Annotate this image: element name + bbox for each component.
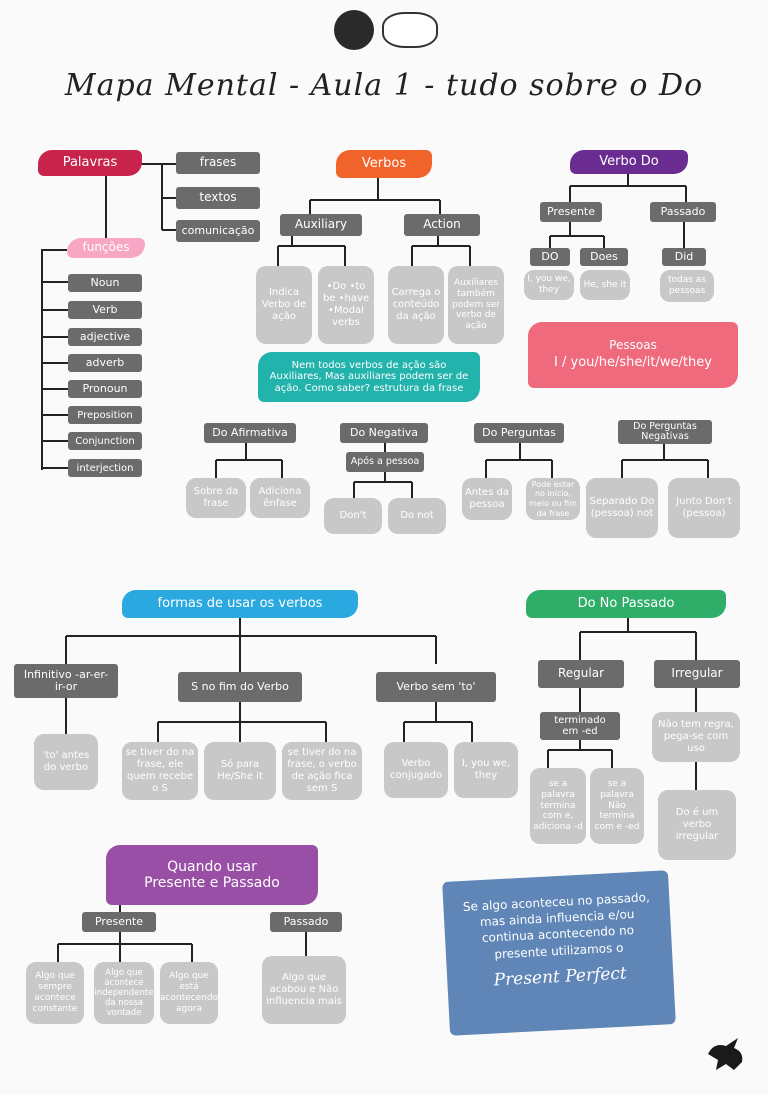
- s-note-1: se tiver do na frase, ele quem recebe o …: [122, 742, 198, 800]
- aux-note-indica: Indica Verbo de ação: [256, 266, 312, 344]
- function-interjection: interjection: [68, 459, 142, 477]
- irregular-node: Irregular: [654, 660, 740, 688]
- verbo-do-passado: Passado: [650, 202, 716, 222]
- function-adjective: adjective: [68, 328, 142, 346]
- negativa-note-2: Do not: [388, 498, 446, 534]
- verbos-node: Verbos: [336, 150, 432, 178]
- perguntas-neg-note-1: Separado Do (pessoa) not: [586, 478, 658, 538]
- pessoas-box: Pessoas I / you/he/she/it/we/they: [528, 322, 738, 388]
- verbo-sem-to-node: Verbo sem 'to': [376, 672, 496, 702]
- sem-to-note-2: I, you we, they: [454, 742, 518, 798]
- function-adverb: adverb: [68, 354, 142, 372]
- present-perfect-highlight: Present Perfect: [493, 963, 628, 991]
- bird-icon: [704, 1034, 748, 1074]
- regular-note-2: se a palavra Não termina com e -ed: [590, 768, 644, 844]
- present-perfect-body: Se algo aconteceu no passado, mas ainda …: [462, 890, 651, 961]
- do-negativa-node: Do Negativa: [340, 423, 428, 443]
- function-pronoun: Pronoun: [68, 380, 142, 398]
- function-preposition: Preposition: [68, 406, 142, 424]
- does-note: He, she it: [580, 270, 630, 300]
- quando-presente-note-2: Algo que acontece independente da nossa …: [94, 962, 154, 1024]
- do-perguntas-negativas-node: Do Perguntas Negativas: [618, 420, 712, 444]
- apos-pessoa-node: Após a pessoa: [346, 452, 424, 472]
- quando-presente-note-1: Algo que sempre acontece constante: [26, 962, 84, 1024]
- do-no-passado-node: Do No Passado: [526, 590, 726, 618]
- function-verb: Verb: [68, 301, 142, 319]
- action-note-auxiliares: Auxiliares também podem ser verbo de açã…: [448, 266, 504, 344]
- funcoes-node: funções: [67, 238, 145, 258]
- irregular-note-2: Do é um verbo irregular: [658, 790, 736, 860]
- teal-note: Nem todos verbos de ação são Auxiliares,…: [258, 352, 480, 402]
- sem-to-note-1: Verbo conjugado: [384, 742, 448, 798]
- irregular-note-1: Não tem regra, pega-se com uso: [652, 712, 740, 762]
- present-perfect-box: Se algo aconteceu no passado, mas ainda …: [442, 870, 676, 1036]
- quando-passado-note: Algo que acabou e Não influencia mais: [262, 956, 346, 1024]
- perguntas-note-1: Antes da pessoa: [462, 478, 512, 520]
- infinitivo-node: Infinitivo -ar-er-ir-or: [14, 664, 118, 698]
- s-fim-verbo-node: S no fim do Verbo: [178, 672, 302, 702]
- afirmativa-note-1: Sobre da frase: [186, 478, 246, 518]
- s-note-2: Só para He/She it: [204, 742, 276, 800]
- to-antes-note: 'to' antes do verbo: [34, 734, 98, 790]
- did-node: Did: [662, 248, 706, 266]
- function-noun: Noun: [68, 274, 142, 292]
- did-note: todas as pessoas: [660, 270, 714, 302]
- perguntas-note-2: Pode estar no início, meio ou fim da fra…: [526, 478, 580, 520]
- quando-usar-node: Quando usar Presente e Passado: [106, 845, 318, 905]
- regular-note-1: se a palavra termina com e, adiciona -d: [530, 768, 586, 844]
- does-node: Does: [580, 248, 628, 266]
- do-perguntas-node: Do Perguntas: [474, 423, 564, 443]
- function-conjunction: Conjunction: [68, 432, 142, 450]
- action-node: Action: [404, 214, 480, 236]
- perguntas-neg-note-2: Junto Don't (pessoa): [668, 478, 740, 538]
- do-afirmativa-node: Do Afirmativa: [204, 423, 296, 443]
- palavras-node: Palavras: [38, 150, 142, 176]
- pessoas-title: Pessoas: [609, 337, 657, 352]
- biomentorics-logo: [334, 10, 374, 50]
- comunicacao-node: comunicação: [176, 220, 260, 242]
- textos-node: textos: [176, 187, 260, 209]
- quando-passado-node: Passado: [270, 912, 342, 932]
- do-note: I, you we, they: [524, 270, 574, 300]
- quando-presente-node: Presente: [82, 912, 156, 932]
- auxiliary-node: Auxiliary: [280, 214, 362, 236]
- action-note-carrega: Carrega o conteúdo da ação: [388, 266, 444, 344]
- terminado-ed-node: terminado em -ed: [540, 712, 620, 740]
- negativa-note-1: Don't: [324, 498, 382, 534]
- verbo-do-presente: Presente: [540, 202, 602, 222]
- frases-node: frases: [176, 152, 260, 174]
- aux-note-do-be-have: •Do •to be •have •Modal verbs: [318, 266, 374, 344]
- brainstorm-logo: [382, 12, 438, 48]
- s-note-3: se tiver do na frase, o verbo de ação fi…: [282, 742, 362, 800]
- page-title: Mapa Mental - Aula 1 - tudo sobre o Do: [64, 68, 704, 103]
- afirmativa-note-2: Adiciona ênfase: [250, 478, 310, 518]
- formas-node: formas de usar os verbos: [122, 590, 358, 618]
- quando-presente-note-3: Algo que está acontecendo agora: [160, 962, 218, 1024]
- verbo-do-node: Verbo Do: [570, 150, 688, 174]
- regular-node: Regular: [538, 660, 624, 688]
- pessoas-list: I / you/he/she/it/we/they: [554, 355, 712, 371]
- do-node: DO: [530, 248, 570, 266]
